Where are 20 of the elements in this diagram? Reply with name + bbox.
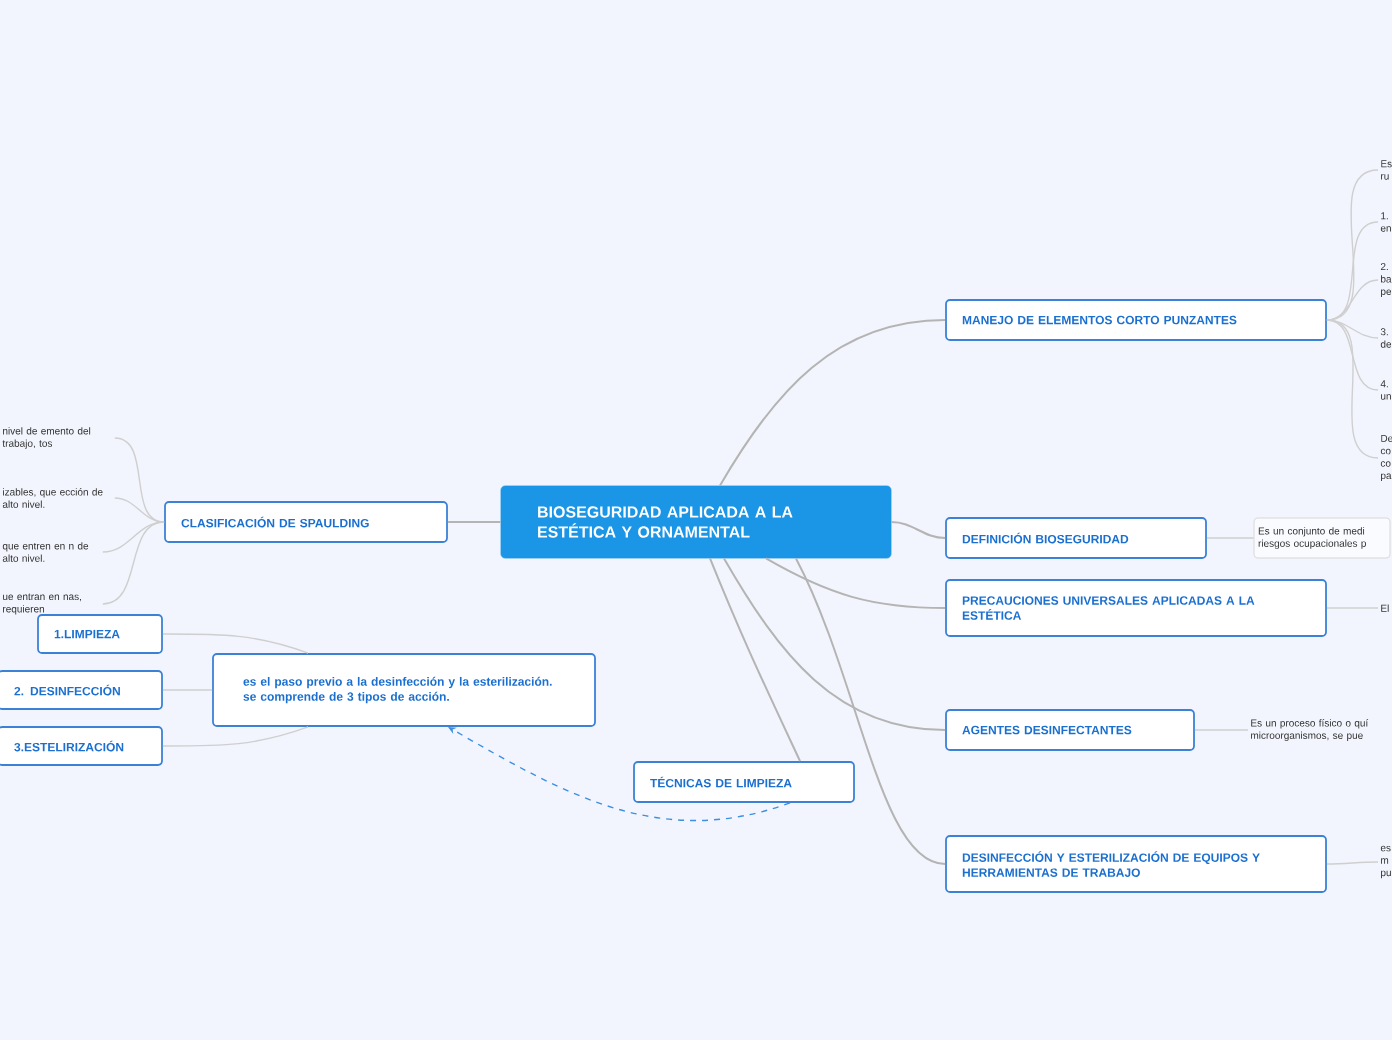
connector <box>1326 861 1379 865</box>
connector <box>1326 319 1379 459</box>
connector <box>114 497 165 523</box>
connector <box>162 689 213 691</box>
connector <box>795 557 947 865</box>
connector <box>162 726 309 747</box>
connector <box>102 521 165 605</box>
connector <box>890 521 947 539</box>
connector <box>446 521 502 523</box>
connector <box>719 319 947 487</box>
connector <box>1326 319 1379 391</box>
connector <box>162 633 309 654</box>
connector <box>1326 279 1379 321</box>
central-topic-box: BIOSEGURIDAD APLICADA A LA ESTÉTICA Y ORNAMENTAL <box>500 485 892 559</box>
connector <box>709 557 801 763</box>
connector <box>1194 729 1249 731</box>
connector <box>765 557 947 609</box>
connector <box>1206 537 1255 539</box>
connector <box>723 557 947 731</box>
connector <box>1326 607 1379 609</box>
